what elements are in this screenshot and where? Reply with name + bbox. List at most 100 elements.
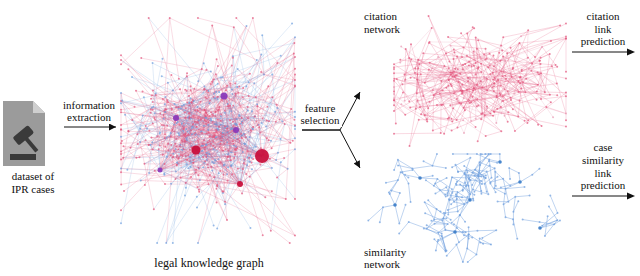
network-link xyxy=(224,96,285,124)
network-node xyxy=(280,55,282,57)
network-node xyxy=(217,98,219,100)
network-node xyxy=(183,104,185,106)
network-link xyxy=(223,66,232,78)
network-node xyxy=(163,124,165,126)
network-node xyxy=(227,131,229,133)
network-node xyxy=(244,134,246,136)
network-node xyxy=(230,151,232,153)
network-node xyxy=(225,89,227,91)
network-node xyxy=(159,112,161,114)
network-node xyxy=(220,136,222,138)
network-node xyxy=(247,109,249,111)
network-node xyxy=(262,234,264,236)
network-node xyxy=(218,91,220,93)
network-link xyxy=(449,66,472,80)
network-node xyxy=(215,136,217,138)
network-link xyxy=(515,120,528,131)
network-node xyxy=(189,161,191,163)
network-node xyxy=(188,102,190,104)
network-node xyxy=(172,242,174,244)
gavel-base xyxy=(10,154,36,160)
network-node xyxy=(190,97,192,99)
network-node xyxy=(128,131,130,133)
network-node xyxy=(192,99,194,101)
network-link xyxy=(122,100,160,170)
network-node xyxy=(213,79,215,81)
network-node xyxy=(236,118,238,120)
network-link xyxy=(394,93,403,111)
network-node xyxy=(122,157,124,159)
network-link xyxy=(542,47,556,65)
network-link xyxy=(535,47,542,57)
network-node xyxy=(166,156,168,158)
network-node xyxy=(197,174,199,176)
network-link xyxy=(165,111,236,130)
network-link xyxy=(429,42,460,91)
network-node xyxy=(290,108,292,110)
network-node xyxy=(293,53,295,55)
network-link xyxy=(464,81,482,133)
network-node xyxy=(232,57,234,59)
network-node xyxy=(253,82,255,84)
network-node xyxy=(294,148,296,150)
network-node xyxy=(252,128,254,130)
network-node xyxy=(205,112,207,114)
network-link xyxy=(253,18,264,74)
network-link xyxy=(471,92,520,102)
network-link xyxy=(160,127,253,170)
network-link xyxy=(240,74,264,184)
network-link xyxy=(276,124,285,160)
network-link xyxy=(198,18,234,27)
network-link xyxy=(176,107,236,130)
network-node xyxy=(276,62,278,64)
network-node xyxy=(190,166,192,168)
network-node xyxy=(214,115,216,117)
network-link xyxy=(236,130,256,147)
network-node xyxy=(221,190,223,192)
network-node xyxy=(226,131,228,133)
network-node xyxy=(185,187,187,189)
network-node xyxy=(167,149,169,151)
network-node xyxy=(120,129,122,131)
network-node xyxy=(197,167,199,169)
network-node xyxy=(265,125,267,127)
network-node xyxy=(270,140,272,142)
network-link xyxy=(160,74,272,170)
network-link xyxy=(537,39,566,92)
network-node xyxy=(127,68,129,70)
network-node xyxy=(158,168,163,173)
network-node xyxy=(268,120,270,122)
network-link xyxy=(421,74,424,96)
network-node xyxy=(203,125,205,127)
network-node xyxy=(189,156,191,158)
network-node xyxy=(271,147,273,149)
network-node xyxy=(260,53,262,55)
network-node xyxy=(261,122,263,124)
network-node xyxy=(207,164,209,166)
network-node xyxy=(234,82,236,84)
network-node xyxy=(251,110,253,112)
network-link xyxy=(156,89,180,93)
network-link xyxy=(140,142,154,209)
network-node xyxy=(221,137,223,139)
network-node xyxy=(223,143,225,145)
network-link xyxy=(198,130,236,175)
network-link xyxy=(405,79,470,81)
network-node xyxy=(196,196,198,198)
network-node xyxy=(189,142,191,144)
network-link xyxy=(446,88,464,110)
network-link xyxy=(546,107,566,114)
network-node xyxy=(272,96,274,98)
network-node xyxy=(233,143,235,145)
network-node xyxy=(227,103,229,105)
network-node xyxy=(233,145,235,147)
network-node xyxy=(191,133,193,135)
network-node xyxy=(250,129,252,131)
network-node xyxy=(235,124,237,126)
network-node xyxy=(220,113,222,115)
network-node xyxy=(139,128,141,130)
network-link xyxy=(121,112,236,130)
network-node xyxy=(187,167,189,169)
network-node xyxy=(167,82,169,84)
network-node xyxy=(136,133,138,135)
